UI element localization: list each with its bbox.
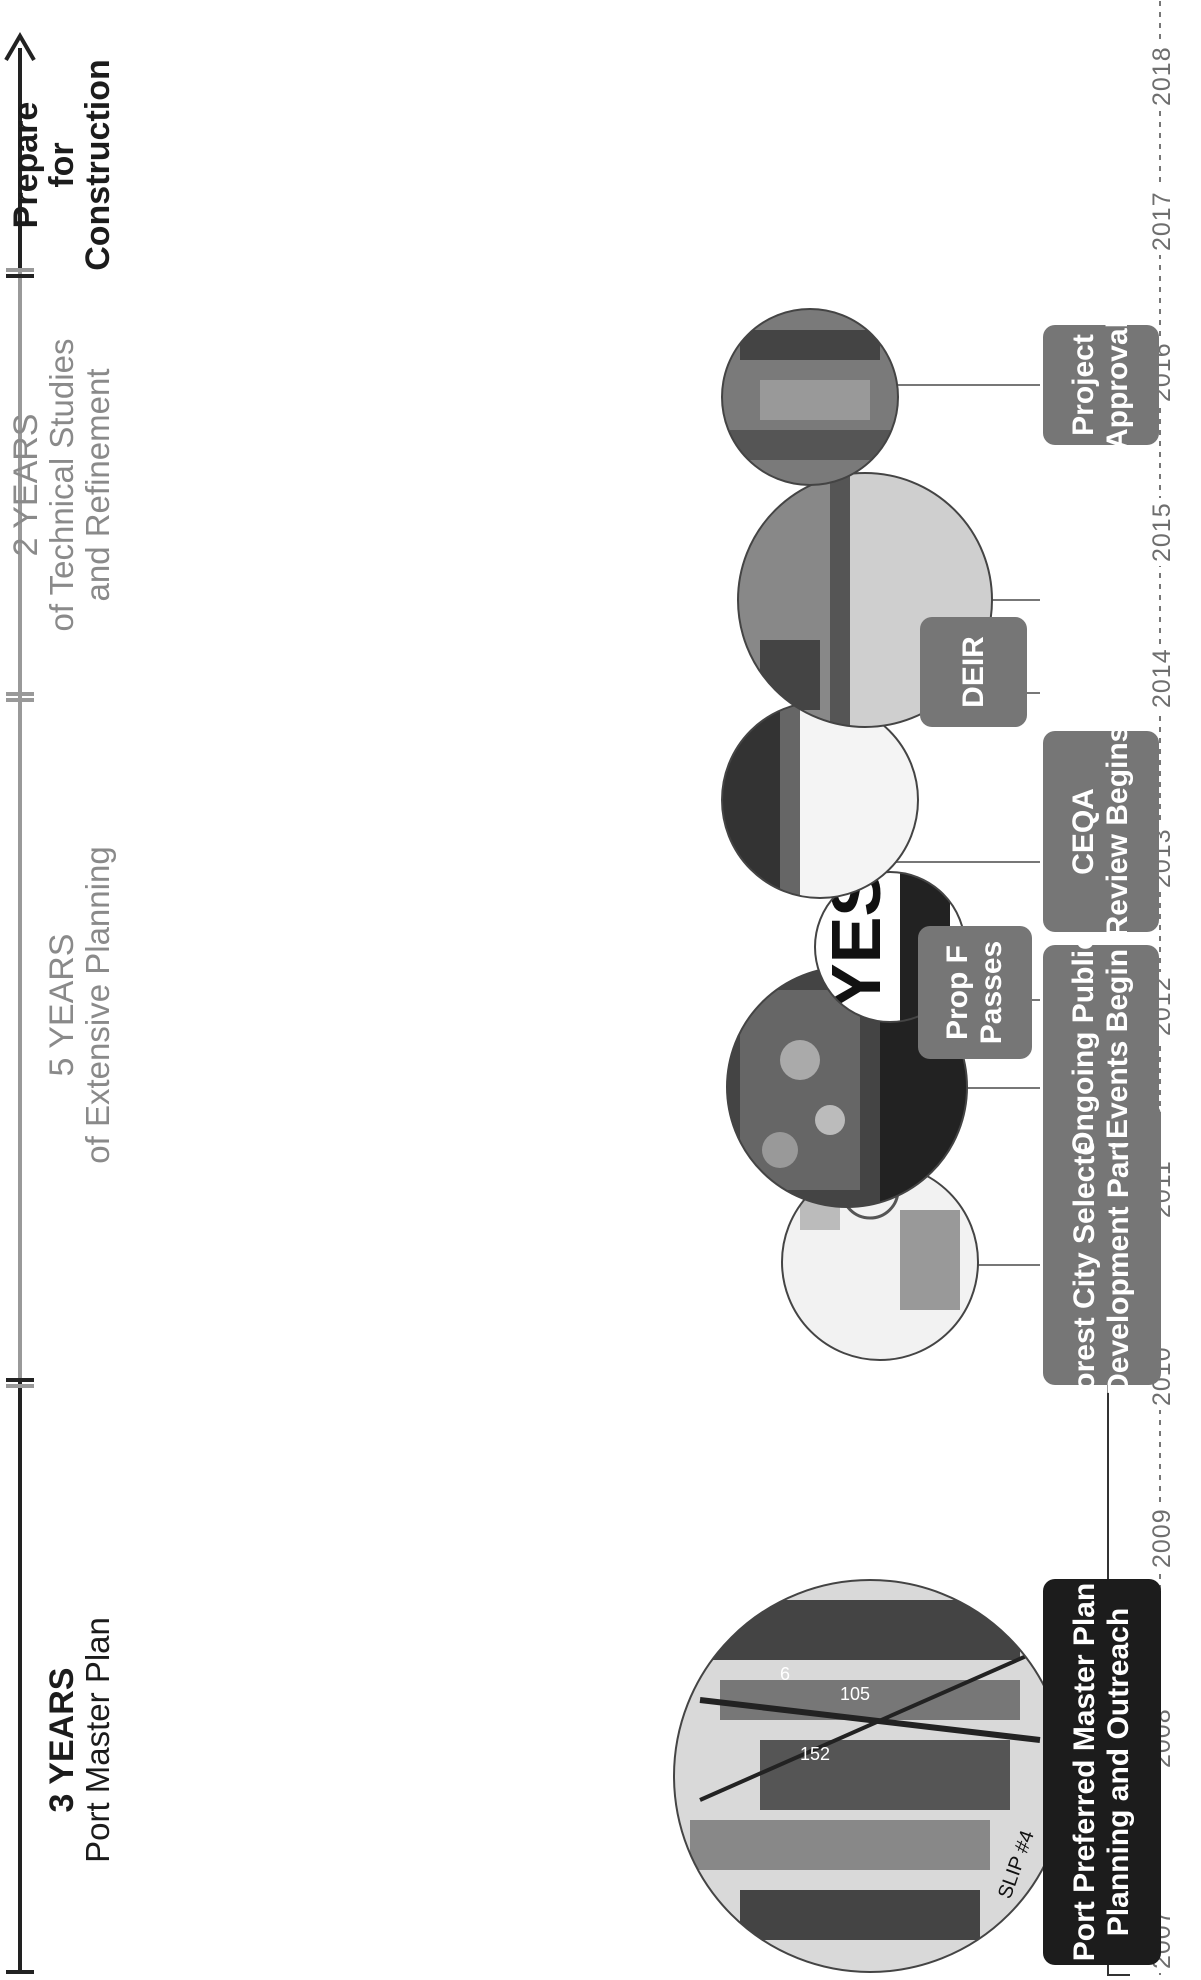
map-label: 105 [840,1684,870,1704]
map-label: 6 [780,1664,790,1684]
year-label: 2018 [1148,42,1177,110]
phase-extensive-planning: 5 YEARS of Extensive Planning [43,846,116,1164]
industrial-site-photo [722,309,898,485]
photo-frame [737,472,993,728]
year-label: 2014 [1148,644,1177,712]
phase-port-master-plan: 3 YEARS Port Master Plan [43,1617,116,1863]
milestone-deir: DEIR [920,617,1027,727]
shoreline-photo [722,702,918,898]
year-label: 2009 [1148,1504,1177,1572]
map-label: 152 [800,1744,830,1764]
year-label: 2017 [1148,187,1177,255]
phase-technical-studies: 2 YEARS of Technical Studies and Refinem… [7,338,116,632]
arrow-head [4,32,36,62]
phase-construction: Prepare for Construction [7,59,117,271]
site-map-photo: SLIP #4 152 105 6 [674,1580,1066,1972]
year-label: 2015 [1148,498,1177,566]
photo-frame [721,308,899,486]
